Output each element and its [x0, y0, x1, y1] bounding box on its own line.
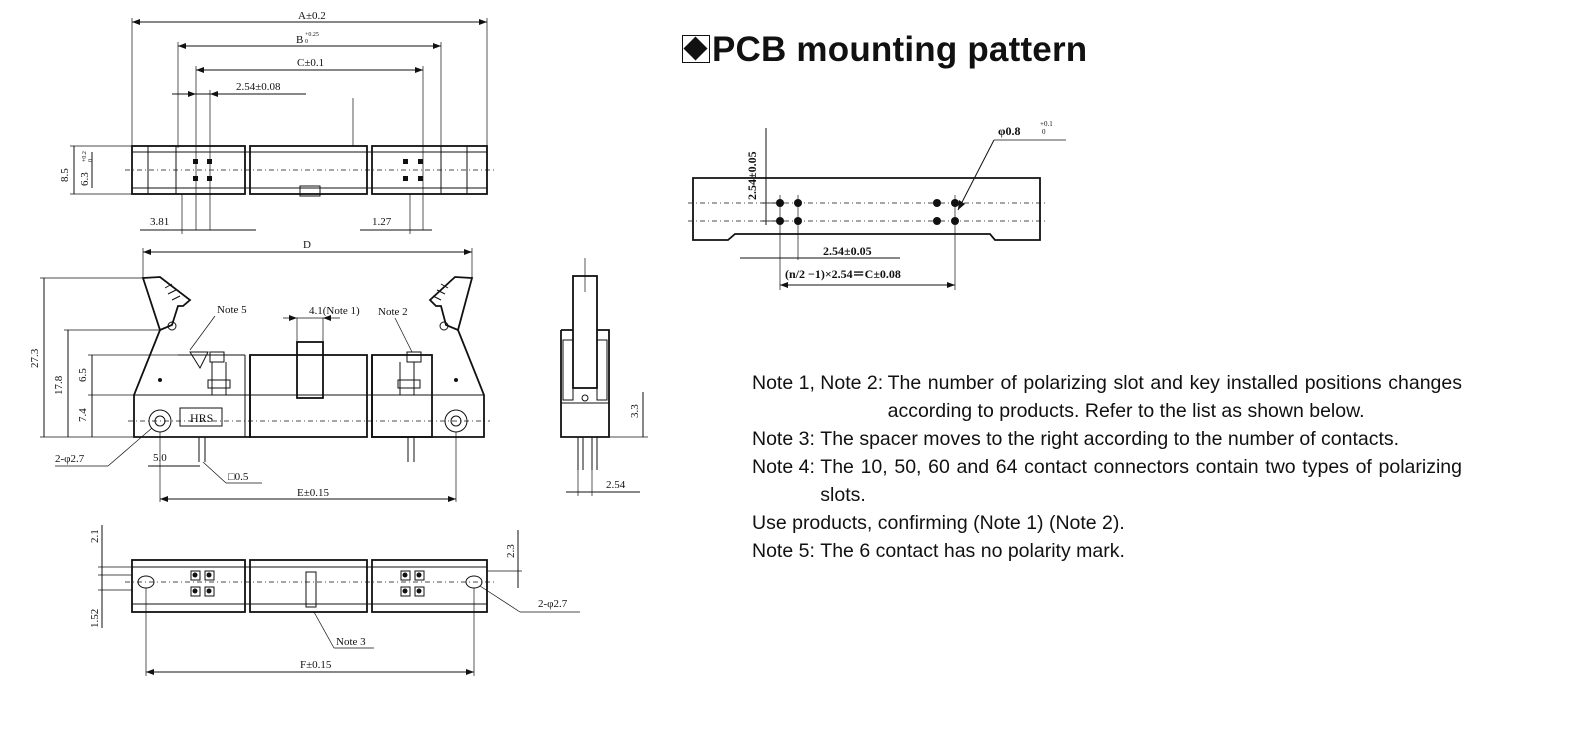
dim-a: A±0.2: [298, 10, 326, 22]
note-text: Use products, confirming (Note 1) (Note …: [752, 512, 1125, 534]
note-text: The number of polarizing slot and key in…: [887, 372, 1462, 422]
front-view: D 4.1(Note 1) Note 5 Note 2: [29, 239, 490, 502]
note-label: Note 1, Note 2:: [752, 372, 884, 394]
dim-pitch: 2.54±0.08: [236, 81, 281, 93]
dim-h152: 1.52: [89, 609, 101, 628]
notes-block: Note 1, Note 2: The number of polarizing…: [752, 369, 1462, 565]
dim-d: D: [303, 239, 311, 251]
note-1-2: Note 1, Note 2: The number of polarizing…: [752, 369, 1462, 425]
drawing-note3: Note 3: [336, 636, 366, 648]
dim-h74: 7.4: [77, 408, 89, 422]
dim-381: 3.81: [150, 216, 169, 228]
dim-h273: 27.3: [29, 348, 41, 368]
dim-pin05: □0.5: [228, 471, 249, 483]
note-5: Note 5: The 6 contact has no polarity ma…: [752, 537, 1462, 565]
drawing-note2: Note 2: [378, 306, 408, 318]
note-text: The spacer moves to the right according …: [820, 428, 1400, 450]
pcb-hole-tol: +0.1: [1040, 120, 1053, 128]
dim-254-side: 2.54: [606, 479, 626, 491]
section-heading: PCB mounting pattern: [682, 30, 1087, 70]
dim-e: E±0.15: [297, 487, 330, 499]
pcb-pattern: φ0.8 +0.1 0 2.54±0.05 2.54±0.05 (n/2 −1)…: [688, 120, 1066, 290]
dim-b-tol-lower: 0: [305, 39, 308, 45]
pcb-vertical-pitch: 2.54±0.05: [745, 151, 759, 200]
heading-text: PCB mounting pattern: [712, 30, 1088, 69]
dim-h85: 8.5: [59, 168, 71, 182]
pcb-hole-dim: φ0.8: [998, 124, 1021, 138]
dim-h21: 2.1: [89, 529, 101, 543]
dim-h33: 3.3: [629, 404, 641, 418]
drawing-note5: Note 5: [217, 304, 247, 316]
pcb-horizontal-pitch: 2.54±0.05: [823, 244, 872, 258]
pcb-hole-tol-lower: 0: [1042, 128, 1046, 136]
diamond-bullet-icon: [682, 35, 710, 63]
pcb-formula: (n/2 −1)×2.54＝C±0.08: [785, 267, 901, 281]
note-4-continuation: Use products, confirming (Note 1) (Note …: [752, 509, 1462, 537]
note-4: Note 4: The 10, 50, 60 and 64 contact co…: [752, 453, 1462, 509]
bottom-view: 2.1 1.52 2.3 2-φ2.7 Note 3 F±0.15: [89, 525, 580, 676]
dim-hole: 2-φ2.7: [55, 453, 85, 465]
top-view: A±0.2 B +0.25 0 C±0.1 2.54±0.08: [59, 10, 495, 234]
dim-h63-tol: +0.2: [82, 151, 88, 162]
dim-127: 1.27: [372, 216, 392, 228]
note-text: The 6 contact has no polarity mark.: [820, 540, 1125, 562]
note-label: Note 5:: [752, 540, 815, 562]
dim-h23: 2.3: [505, 544, 517, 558]
note-label: Note 3:: [752, 428, 815, 450]
dim-key41: 4.1(Note 1): [309, 305, 360, 317]
note-3: Note 3: The spacer moves to the right ac…: [752, 425, 1462, 453]
note-text: The 10, 50, 60 and 64 contact connectors…: [820, 456, 1462, 506]
dim-f: F±0.15: [300, 659, 332, 671]
dim-h178: 17.8: [53, 375, 65, 395]
dim-h65: 6.5: [77, 368, 89, 382]
dim-b: B: [296, 34, 303, 46]
side-view: 3.3 2.54: [560, 258, 648, 496]
dim-hole2: 2-φ2.7: [538, 598, 568, 610]
note-label: Note 4:: [752, 456, 815, 478]
dim-h63-tol-lower: 0: [88, 159, 94, 162]
dim-b-tol: +0.25: [305, 32, 319, 38]
dim-c: C±0.1: [297, 57, 324, 69]
dim-h63: 6.3: [79, 172, 91, 186]
hrs-logo: HRS: [190, 411, 213, 425]
